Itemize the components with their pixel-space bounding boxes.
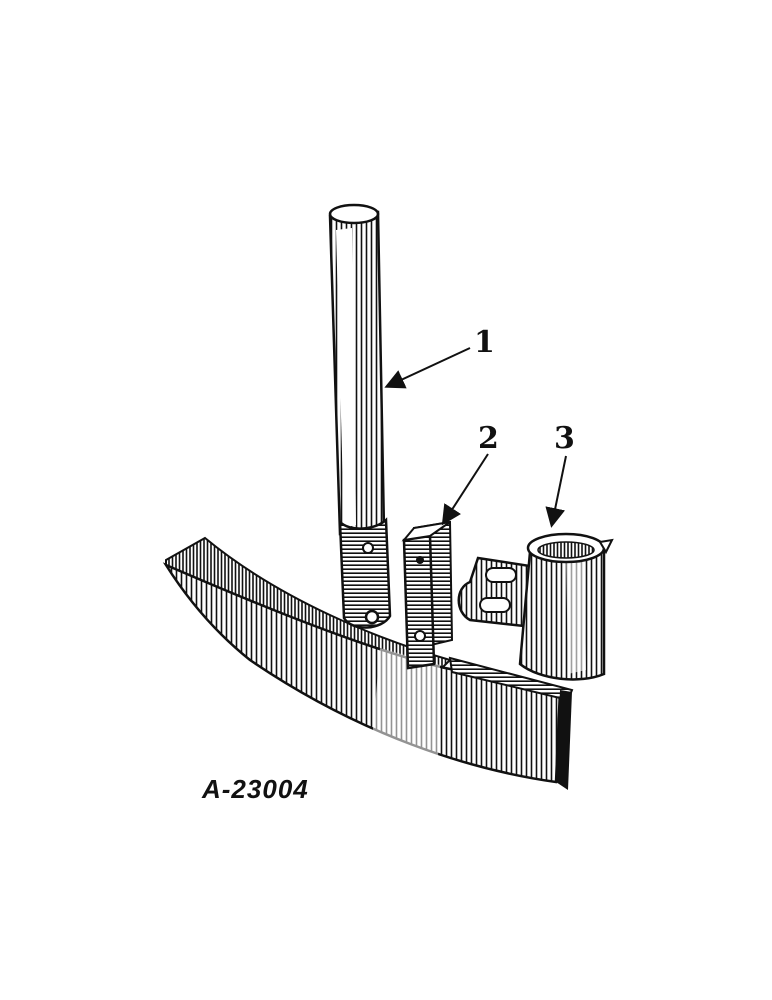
bracket-icon	[401, 520, 454, 670]
callout-1: 1	[474, 325, 495, 360]
leader-arrow-1	[384, 347, 471, 389]
leader-arrow-3	[545, 455, 567, 528]
figure-id: A-23004	[201, 774, 309, 804]
curved-blade-icon	[162, 536, 574, 790]
clip-icon	[457, 556, 532, 628]
callout-2: 2	[478, 421, 499, 456]
callout-3: 3	[554, 421, 575, 456]
leader-arrow-2	[441, 453, 489, 526]
socket-icon	[518, 532, 614, 681]
handle-icon	[328, 203, 392, 629]
